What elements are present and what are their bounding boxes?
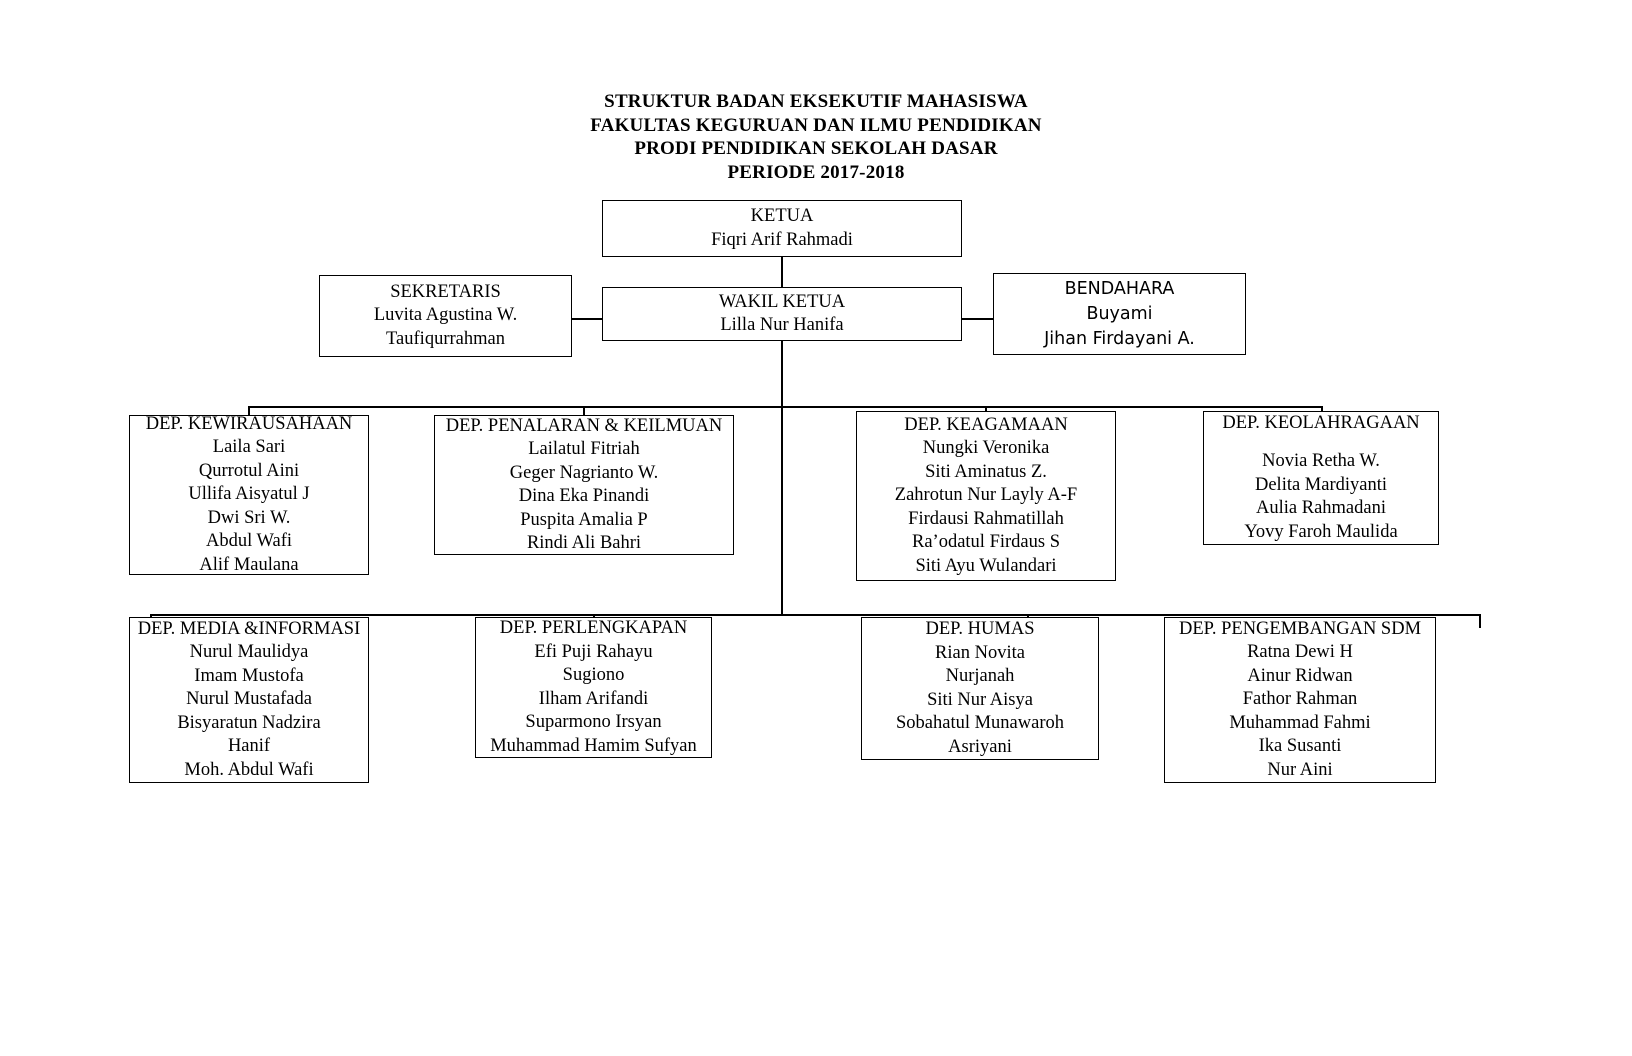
- node-dep-keolahragaan[interactable]: DEP. KEOLAHRAGAAN Novia Retha W. Delita …: [1203, 411, 1439, 545]
- node-dep-penalaran-title: DEP. PENALARAN & KEILMUAN: [445, 415, 723, 436]
- connector-bus-row2: [150, 614, 1480, 616]
- node-dep-penalaran[interactable]: DEP. PENALARAN & KEILMUAN Lailatul Fitri…: [434, 415, 734, 555]
- node-dep-keagamaan-member-6: Siti Ayu Wulandari: [915, 555, 1057, 576]
- node-dep-keolahragaan-member-4: Yovy Faroh Maulida: [1244, 521, 1398, 542]
- page-title: STRUKTUR BADAN EKSEKUTIF MAHASISWA FAKUL…: [0, 90, 1632, 184]
- node-dep-media-informasi-member-1: Nurul Maulidya: [189, 642, 309, 663]
- node-dep-keagamaan[interactable]: DEP. KEAGAMAAN Nungki Veronika Siti Amin…: [856, 411, 1116, 581]
- node-dep-kewirausahaan-member-2: Qurrotul Aini: [198, 460, 300, 481]
- node-sekretaris-member-2: Taufiqurrahman: [386, 328, 505, 349]
- node-wakil-ketua-member-1: Lilla Nur Hanifa: [720, 315, 844, 335]
- node-dep-kewirausahaan-member-1: Laila Sari: [212, 437, 286, 458]
- node-dep-pengembangan-sdm-member-1: Ratna Dewi H: [1247, 642, 1353, 663]
- node-dep-pengembangan-sdm-member-5: Ika Susanti: [1258, 736, 1342, 757]
- node-dep-keolahragaan-member-1: Novia Retha W.: [1262, 451, 1380, 471]
- connector-drop-penalaran: [583, 406, 585, 417]
- node-dep-keolahragaan-member-3: Aulia Rahmadani: [1256, 498, 1386, 518]
- node-dep-media-informasi-member-5: Hanif: [227, 736, 271, 757]
- node-bendahara-title: BENDAHARA: [1064, 278, 1175, 299]
- node-dep-penalaran-member-2: Geger Nagrianto W.: [509, 462, 659, 483]
- node-dep-keagamaan-member-4: Firdausi Rahmatillah: [908, 508, 1064, 529]
- node-dep-penalaran-member-5: Rindi Ali Bahri: [526, 533, 642, 553]
- title-line-2: FAKULTAS KEGURUAN DAN ILMU PENDIDIKAN: [590, 114, 1042, 136]
- node-dep-humas-title: DEP. HUMAS: [925, 619, 1035, 639]
- connector-drop-pengembangan-sdm: [1479, 614, 1481, 628]
- node-dep-media-informasi-title: DEP. MEDIA &INFORMASI: [137, 618, 361, 639]
- connector-trunk-main: [781, 341, 783, 615]
- node-ketua-title: KETUA: [750, 206, 814, 226]
- node-dep-kewirausahaan-member-5: Abdul Wafi: [205, 531, 293, 552]
- node-dep-keagamaan-member-5: Ra’odatul Firdaus S: [912, 532, 1060, 553]
- node-dep-kewirausahaan-member-6: Alif Maulana: [199, 554, 299, 575]
- node-dep-kewirausahaan-member-3: Ullifa Aisyatul J: [188, 484, 310, 505]
- node-bendahara-member-1: Buyami: [1086, 303, 1153, 324]
- node-dep-kewirausahaan-title: DEP. KEWIRAUSAHAAN: [145, 413, 353, 434]
- title-line-1: STRUKTUR BADAN EKSEKUTIF MAHASISWA: [604, 91, 1028, 112]
- node-dep-perlengkapan[interactable]: DEP. PERLENGKAPAN Efi Puji Rahayu Sugion…: [475, 617, 712, 758]
- node-dep-penalaran-member-3: Dina Eka Pinandi: [518, 486, 650, 506]
- node-dep-media-informasi-member-2: Imam Mustofa: [194, 665, 304, 686]
- node-dep-pengembangan-sdm[interactable]: DEP. PENGEMBANGAN SDM Ratna Dewi H Ainur…: [1164, 617, 1436, 783]
- title-line-4: PERIODE 2017-2018: [727, 161, 905, 183]
- node-dep-perlengkapan-member-4: Suparmono Irsyan: [525, 712, 662, 732]
- node-dep-media-informasi-member-6: Moh. Abdul Wafi: [184, 759, 314, 780]
- node-dep-kewirausahaan[interactable]: DEP. KEWIRAUSAHAAN Laila Sari Qurrotul A…: [129, 413, 369, 575]
- node-dep-kewirausahaan-member-4: Dwi Sri W.: [207, 507, 291, 528]
- title-line-3: PRODI PENDIDIKAN SEKOLAH DASAR: [634, 138, 998, 159]
- node-dep-perlengkapan-member-1: Efi Puji Rahayu: [534, 641, 653, 662]
- node-dep-keagamaan-member-1: Nungki Veronika: [922, 438, 1050, 459]
- node-dep-keagamaan-member-2: Siti Aminatus Z.: [925, 461, 1047, 482]
- connector-wakil-to-sekretaris: [571, 318, 603, 320]
- node-dep-keolahragaan-title: DEP. KEOLAHRAGAAN: [1222, 413, 1420, 433]
- node-dep-humas-member-3: Siti Nur Aisya: [927, 689, 1033, 710]
- connector-bus-row1: [248, 406, 1322, 408]
- node-dep-perlengkapan-title: DEP. PERLENGKAPAN: [499, 618, 688, 638]
- node-dep-humas-member-1: Rian Novita: [935, 642, 1025, 663]
- node-dep-perlengkapan-member-5: Muhammad Hamim Sufyan: [490, 735, 697, 756]
- node-dep-pengembangan-sdm-member-3: Fathor Rahman: [1242, 689, 1358, 710]
- connector-drop-kewirausahaan: [248, 406, 250, 417]
- node-dep-humas-member-2: Nurjanah: [945, 666, 1015, 686]
- connector-wakil-to-bendahara: [961, 318, 994, 320]
- node-dep-keagamaan-title: DEP. KEAGAMAAN: [904, 414, 1068, 435]
- node-dep-humas[interactable]: DEP. HUMAS Rian Novita Nurjanah Siti Nur…: [861, 617, 1099, 760]
- node-ketua[interactable]: KETUA Fiqri Arif Rahmadi: [602, 200, 962, 257]
- node-dep-penalaran-member-4: Puspita Amalia P: [520, 509, 648, 530]
- node-dep-humas-member-4: Sobahatul Munawaroh: [895, 713, 1064, 733]
- node-sekretaris-member-1: Luvita Agustina W.: [373, 305, 518, 326]
- node-dep-pengembangan-sdm-title: DEP. PENGEMBANGAN SDM: [1178, 618, 1422, 639]
- node-dep-keolahragaan-member-2: Delita Mardiyanti: [1254, 474, 1388, 495]
- node-bendahara[interactable]: BENDAHARA Buyami Jihan Firdayani A.: [993, 273, 1246, 355]
- node-dep-media-informasi-member-3: Nurul Mustafada: [186, 689, 312, 710]
- node-sekretaris-title: SEKRETARIS: [390, 281, 501, 302]
- node-dep-perlengkapan-member-3: Ilham Arifandi: [538, 688, 649, 709]
- node-dep-media-informasi-member-4: Bisyaratun Nadzira: [177, 712, 321, 733]
- node-dep-perlengkapan-member-2: Sugiono: [562, 665, 625, 685]
- node-wakil-ketua-title: WAKIL KETUA: [718, 291, 846, 312]
- connector-ketua-to-wakil: [781, 257, 783, 287]
- node-ketua-member-1: Fiqri Arif Rahmadi: [711, 229, 853, 250]
- node-bendahara-member-2: Jihan Firdayani A.: [1044, 328, 1195, 349]
- node-dep-pengembangan-sdm-member-6: Nur Aini: [1267, 759, 1333, 780]
- node-dep-keagamaan-member-3: Zahrotun Nur Layly A-F: [894, 485, 1078, 506]
- node-dep-pengembangan-sdm-member-2: Ainur Ridwan: [1247, 665, 1353, 686]
- node-sekretaris[interactable]: SEKRETARIS Luvita Agustina W. Taufiqurra…: [319, 275, 572, 357]
- node-dep-media-informasi[interactable]: DEP. MEDIA &INFORMASI Nurul Maulidya Ima…: [129, 617, 369, 783]
- node-dep-penalaran-member-1: Lailatul Fitriah: [528, 439, 640, 459]
- node-dep-humas-member-5: Asriyani: [948, 736, 1012, 757]
- node-dep-pengembangan-sdm-member-4: Muhammad Fahmi: [1229, 712, 1371, 733]
- node-wakil-ketua[interactable]: WAKIL KETUA Lilla Nur Hanifa: [602, 287, 962, 341]
